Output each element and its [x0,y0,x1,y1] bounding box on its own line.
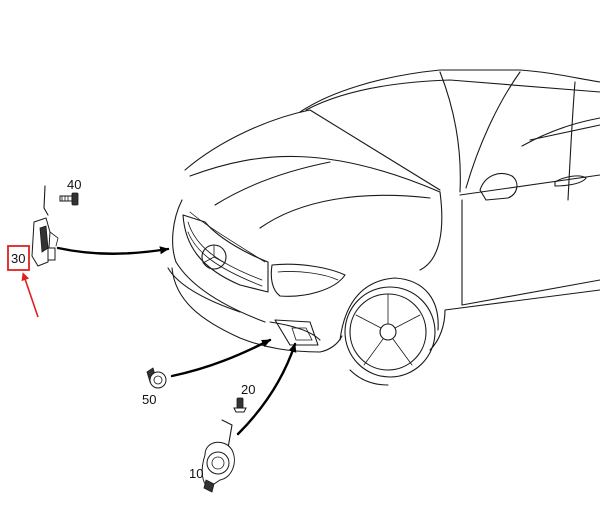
car-illustration [167,69,600,386]
callout-10: 10 [189,466,203,481]
horn-bracket-30 [31,185,59,267]
highlight-arrow [21,272,39,318]
horn-10 [201,419,235,493]
bolt-40 [59,192,79,206]
callout-50: 50 [142,392,156,407]
emblem-icon [201,244,227,270]
callout-30: 30 [11,251,25,266]
clip-50 [146,367,167,389]
callout-40: 40 [67,177,81,192]
screw-20 [233,397,247,413]
callout-20: 20 [241,382,255,397]
leader-arrows [56,246,297,436]
highlight-box-30: 30 [7,245,30,271]
